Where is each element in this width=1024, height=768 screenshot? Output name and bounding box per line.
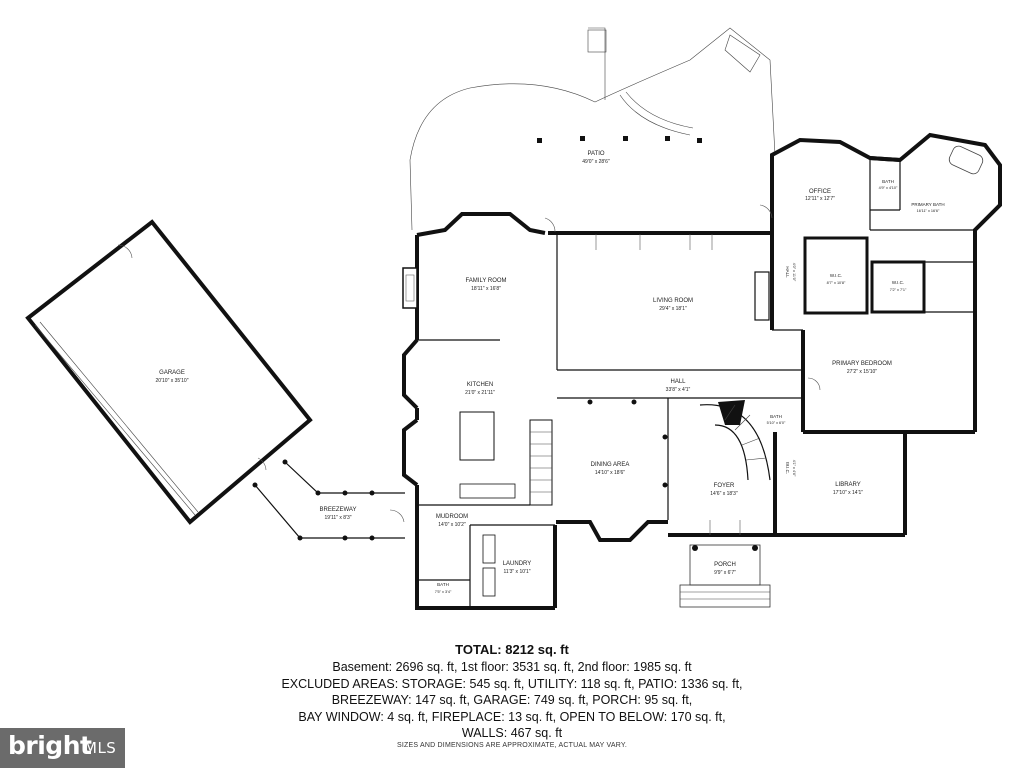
- label-porch: PORCH: [714, 562, 736, 568]
- dim-bath-upper: 4'9" x 4'10": [879, 186, 898, 190]
- dim-living-room: 29'4" x 18'1": [659, 306, 687, 312]
- dim-bath-mid: 5'10" x 6'0": [767, 421, 786, 425]
- patio-structure: [409, 27, 776, 231]
- label-office: OFFICE: [809, 189, 831, 195]
- breezeway-structure: [252, 459, 405, 541]
- garage-structure: [25, 219, 313, 525]
- label-living-room: LIVING ROOM: [653, 298, 693, 304]
- label-garage: GARAGE: [159, 370, 185, 376]
- dim-wic-3: 4'1" x 4'6": [792, 460, 796, 477]
- area-breakdown: Basement: 2696 sq. ft, 1st floor: 3531 s…: [0, 659, 1024, 742]
- main-house-walls: [389, 132, 1002, 610]
- dim-bath-low: 7'5" x 3'4": [435, 590, 452, 594]
- logo-suffix: MLS: [84, 739, 117, 757]
- label-wic-3: W.I.C.: [785, 462, 790, 474]
- dim-library: 17'10" x 14'1": [833, 490, 863, 496]
- label-primary-bedroom: PRIMARY BEDROOM: [832, 361, 892, 367]
- dim-office: 12'11" x 12'7": [805, 196, 835, 202]
- label-bath-upper: BATH: [882, 179, 894, 184]
- bright-mls-logo: bright MLS: [0, 728, 125, 768]
- room-labels: PATIO 49'0" x 28'6" OFFICE 12'11" x 12'7…: [156, 151, 945, 594]
- dim-patio: 49'0" x 28'6": [582, 159, 610, 165]
- label-family-room: FAMILY ROOM: [465, 278, 506, 284]
- dim-primary-bath: 16'11" x 16'6": [917, 209, 940, 213]
- label-kitchen: KITCHEN: [467, 382, 493, 388]
- dim-hall: 33'8" x 4'1": [666, 387, 691, 393]
- area-line: BREEZEWAY: 147 sq. ft, GARAGE: 749 sq. f…: [331, 693, 693, 707]
- label-dining: DINING AREA: [591, 462, 630, 468]
- label-mudroom: MUDROOM: [436, 514, 468, 520]
- label-bath-low: BATH: [437, 582, 449, 587]
- label-primary-bath: PRIMARY BATH: [911, 202, 944, 207]
- dim-mudroom: 14'0" x 10'2": [438, 522, 466, 528]
- dim-kitchen: 21'0" x 21'11": [465, 390, 495, 396]
- label-hall: HALL: [670, 379, 686, 385]
- area-line: BAY WINDOW: 4 sq. ft, FIREPLACE: 13 sq. …: [298, 709, 726, 724]
- label-laundry: LAUNDRY: [503, 561, 532, 567]
- label-hall-vertical: HALL: [785, 266, 790, 278]
- dim-wic-1: 8'7" x 10'8": [827, 281, 846, 285]
- label-foyer: FOYER: [714, 483, 735, 489]
- floor-plan: PATIO 49'0" x 28'6" OFFICE 12'11" x 12'7…: [25, 27, 1002, 610]
- dim-dining: 14'10" x 18'6": [595, 470, 625, 476]
- dim-breezeway: 19'11" x 8'3": [324, 515, 351, 521]
- label-bath-mid: BATH: [770, 414, 782, 419]
- label-patio: PATIO: [587, 151, 604, 157]
- dim-laundry: 11'3" x 10'1": [503, 569, 530, 575]
- area-line: WALLS: 467 sq. ft: [461, 726, 563, 740]
- disclaimer: SIZES AND DIMENSIONS ARE APPROXIMATE, AC…: [397, 742, 627, 749]
- label-breezeway: BREEZEWAY: [319, 507, 356, 513]
- dim-hall-vertical: 4'0" x 11'0": [792, 263, 796, 282]
- label-wic-1: W.I.C.: [830, 273, 842, 278]
- dim-wic-2: 7'2" x 7'1": [890, 288, 907, 292]
- dim-porch: 9'9" x 6'7": [714, 570, 736, 576]
- dim-garage: 20'10" x 35'10": [156, 378, 189, 384]
- area-line: EXCLUDED AREAS: STORAGE: 545 sq. ft, UTI…: [281, 676, 743, 691]
- label-library: LIBRARY: [835, 482, 861, 488]
- total-area: TOTAL: 8212 sq. ft: [455, 642, 569, 657]
- dim-primary-bedroom: 27'2" x 15'10": [847, 369, 877, 375]
- dim-family-room: 18'11" x 16'8": [471, 286, 501, 292]
- dim-foyer: 14'6" x 18'3": [710, 491, 738, 497]
- logo-brand: bright: [8, 731, 92, 760]
- area-line: Basement: 2696 sq. ft, 1st floor: 3531 s…: [332, 660, 692, 674]
- label-wic-2: W.I.C.: [892, 280, 904, 285]
